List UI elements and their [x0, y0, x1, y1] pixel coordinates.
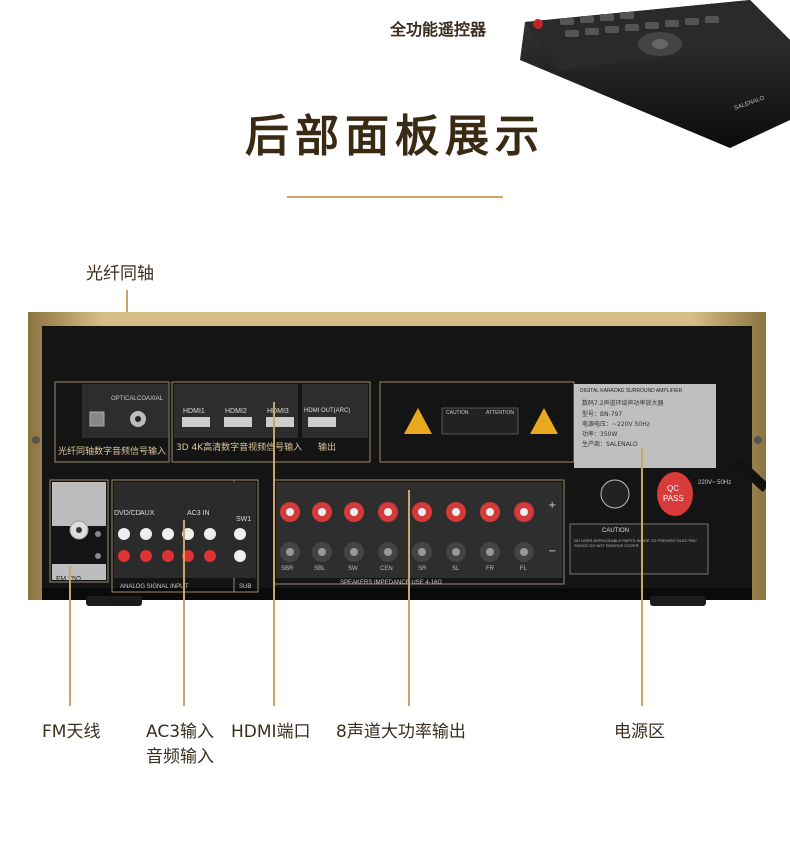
nameplate-model: 型号：BN-797: [582, 411, 623, 418]
nameplate-title: DIGITAL KARAOKE SURROUND AMPLIFIER: [580, 388, 683, 394]
callout-fm: FM天线: [42, 722, 101, 742]
ac3-label: AC3 IN: [187, 510, 210, 517]
hdmi-out-caption: 输出: [318, 443, 337, 453]
caution-box-text: NO USER-SERVICEABLE PARTS INSIDE TO PREV…: [574, 538, 698, 548]
leader-ac3: [183, 520, 185, 706]
speaker-label: SBL: [314, 566, 326, 572]
nameplate-power: 功率：350W: [582, 431, 618, 438]
title-divider: [287, 196, 503, 198]
leader-fm: [69, 566, 71, 706]
optical-caption: 光纤同轴数字音频信号输入: [58, 447, 167, 457]
speaker-label: CEN: [380, 566, 393, 572]
callout-speakers: 8声道大功率输出: [336, 722, 466, 742]
sub-caption: SUB: [239, 584, 252, 590]
speaker-label: FL: [520, 566, 528, 572]
hdmi-caption: 3D 4K高清数字音视频信号输入: [176, 443, 303, 453]
leader-speakers: [408, 490, 410, 706]
sw1-label: SW1: [236, 516, 252, 523]
caution-label-left: CAUTION: [446, 410, 469, 416]
hdmi-out-label: HDMI OUT(ARC): [304, 408, 351, 414]
callout-ac3-line2: 音频输入: [146, 747, 214, 767]
fm-tag: FM 75Ω: [56, 576, 82, 583]
analog-caption: ANALOG SIGNAL INPUT: [120, 584, 189, 590]
leader-hdmi: [273, 402, 275, 706]
speaker-caption: SPEAKERS IMPEDANCE USE 4-16Ω: [340, 580, 442, 586]
caution-box-title: CAUTION: [602, 528, 629, 534]
speaker-label: SL: [452, 566, 460, 572]
plus-sign: +: [548, 500, 557, 511]
optical-port-label: OPTICAL: [111, 396, 137, 402]
leader-power: [641, 448, 643, 706]
nameplate-maker: 生产商：SALENALO: [582, 441, 638, 448]
nameplate-voltage: 电源电压：~220V 50Hz: [582, 421, 650, 428]
minus-sign: −: [548, 546, 557, 557]
qc-sticker-bottom: PASS: [663, 494, 684, 503]
speaker-label: SR: [418, 566, 427, 572]
remote-label: 全功能遥控器: [390, 20, 487, 39]
hdmi1-label: HDMI1: [183, 408, 205, 415]
coaxial-port-label: COAXIAL: [137, 396, 164, 402]
callout-hdmi: HDMI端口: [231, 722, 311, 742]
aux-label: AUX: [140, 510, 155, 517]
speaker-label: SW: [348, 566, 358, 572]
nameplate-line1: 数码7.2声道环绕声功率放大器: [582, 400, 664, 407]
callout-power: 电源区: [614, 722, 665, 742]
amplifier-rear-panel: [28, 312, 766, 606]
hdmi3-label: HDMI3: [267, 408, 289, 415]
caution-label-right: ATTENTION: [486, 410, 514, 416]
dvd-label: DVD/CD: [114, 510, 141, 517]
speaker-label: FR: [486, 566, 494, 572]
speaker-label: SBR: [281, 566, 294, 572]
speaker-label-row: SBR SBL SW CEN SR SL FR FL: [276, 566, 566, 576]
callout-optical: 光纤同轴: [86, 264, 154, 284]
hdmi2-label: HDMI2: [225, 408, 247, 415]
voltage-tag: 220V~ 50Hz: [698, 480, 732, 486]
callout-ac3-line1: AC3输入: [146, 722, 215, 742]
qc-sticker-top: QC: [667, 484, 679, 493]
page-title: 后部面板展示: [245, 111, 545, 162]
remote-control-image: SALENALO: [520, 0, 790, 148]
